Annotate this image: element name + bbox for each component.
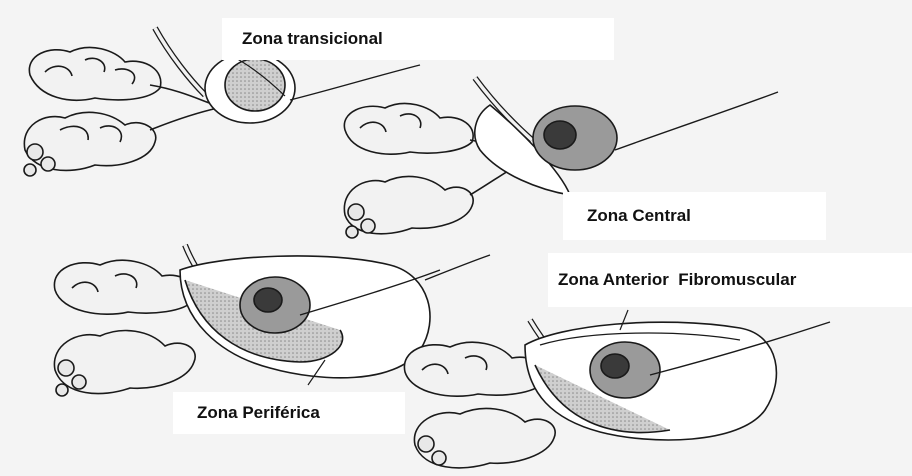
label-text: Zona transicional [242,29,383,49]
seminal-vesicle-upper [404,342,545,396]
label-text: Zona Periférica [197,403,320,423]
label-text: Zona Central [587,206,691,226]
label-peripheral-zone: Zona Periférica [173,392,405,434]
label-transitional-zone: Zona transicional [222,18,614,60]
seminal-vesicle-upper [29,47,160,100]
label-central-zone: Zona Central [563,192,826,240]
seminal-vesicle-upper [54,260,195,314]
transitional-zone-shading [225,59,285,111]
label-text: Zona Anterior Fibromuscular [558,270,796,290]
label-anterior-fibromuscular-zone: Zona Anterior Fibromuscular [548,253,912,307]
seminal-vesicle-upper [344,103,473,154]
figure-anterior-fibromuscular-zone [404,310,830,468]
